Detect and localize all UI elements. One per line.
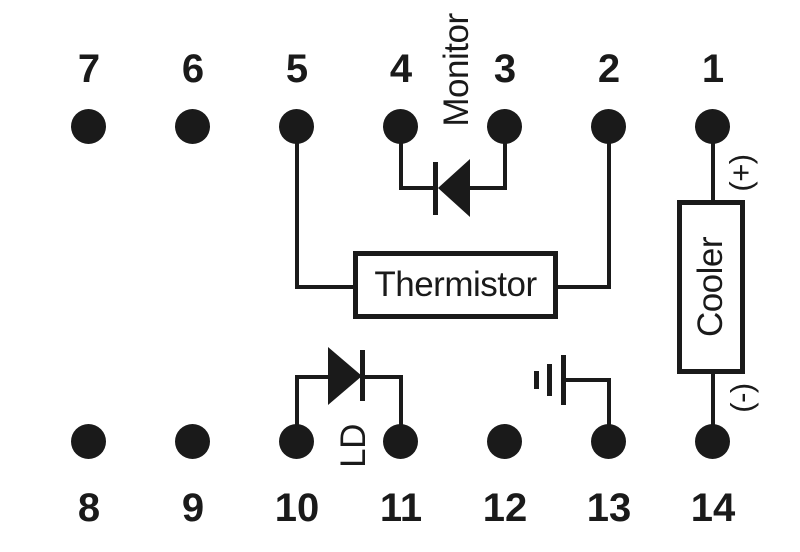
cooler-label: Cooler	[691, 236, 731, 338]
wire-ld-right	[361, 375, 403, 379]
pin-dot-7	[71, 109, 106, 144]
wire-monitor-left	[399, 186, 437, 190]
wire-pin3-down	[503, 127, 507, 190]
pin-number-9: 9	[181, 486, 205, 530]
pin-number-14: 14	[690, 486, 736, 530]
cooler-negative-label: (-)	[724, 383, 759, 413]
thermistor-box: Thermistor	[353, 251, 558, 319]
pin-dot-6	[175, 109, 210, 144]
monitor-label: Monitor	[437, 13, 476, 127]
wire-pin4-down	[399, 127, 403, 190]
pin-number-2: 2	[597, 47, 621, 91]
pin-dot-9	[175, 424, 210, 459]
pin-number-8: 8	[77, 486, 101, 530]
ground-bar-short	[534, 371, 539, 389]
wire-pin14-up	[711, 371, 715, 442]
cooler-positive-label: (+)	[723, 154, 758, 192]
pin-number-1: 1	[701, 47, 725, 91]
wire-pin5-down	[295, 127, 299, 289]
wire-thermistor-left	[295, 285, 357, 289]
pin-number-5: 5	[285, 47, 309, 91]
pin-number-13: 13	[586, 486, 632, 530]
wire-monitor-right	[468, 186, 507, 190]
cooler-box: Cooler	[677, 200, 745, 374]
pin-number-6: 6	[181, 47, 205, 91]
pin-number-3: 3	[493, 47, 517, 91]
wire-pin2-down	[607, 127, 611, 289]
ground-bar-medium	[547, 364, 552, 396]
thermistor-label: Thermistor	[374, 265, 537, 304]
pin-number-12: 12	[482, 486, 528, 530]
ld-label: LD	[334, 424, 373, 468]
wire-pin11-up	[399, 375, 403, 442]
wire-ground-horizontal	[563, 378, 611, 382]
monitor-photodiode-icon	[433, 159, 470, 217]
wire-ld-left	[295, 375, 330, 379]
pin-dot-8	[71, 424, 106, 459]
wire-pin13-up	[607, 378, 611, 442]
pin-number-10: 10	[274, 486, 320, 530]
pin-dot-12	[487, 424, 522, 459]
pin-number-4: 4	[389, 47, 413, 91]
wire-thermistor-right	[554, 285, 611, 289]
wire-pin10-up	[295, 375, 299, 442]
pin-number-7: 7	[77, 47, 101, 91]
pin-number-11: 11	[379, 486, 423, 530]
wire-pin1-down	[711, 127, 715, 202]
